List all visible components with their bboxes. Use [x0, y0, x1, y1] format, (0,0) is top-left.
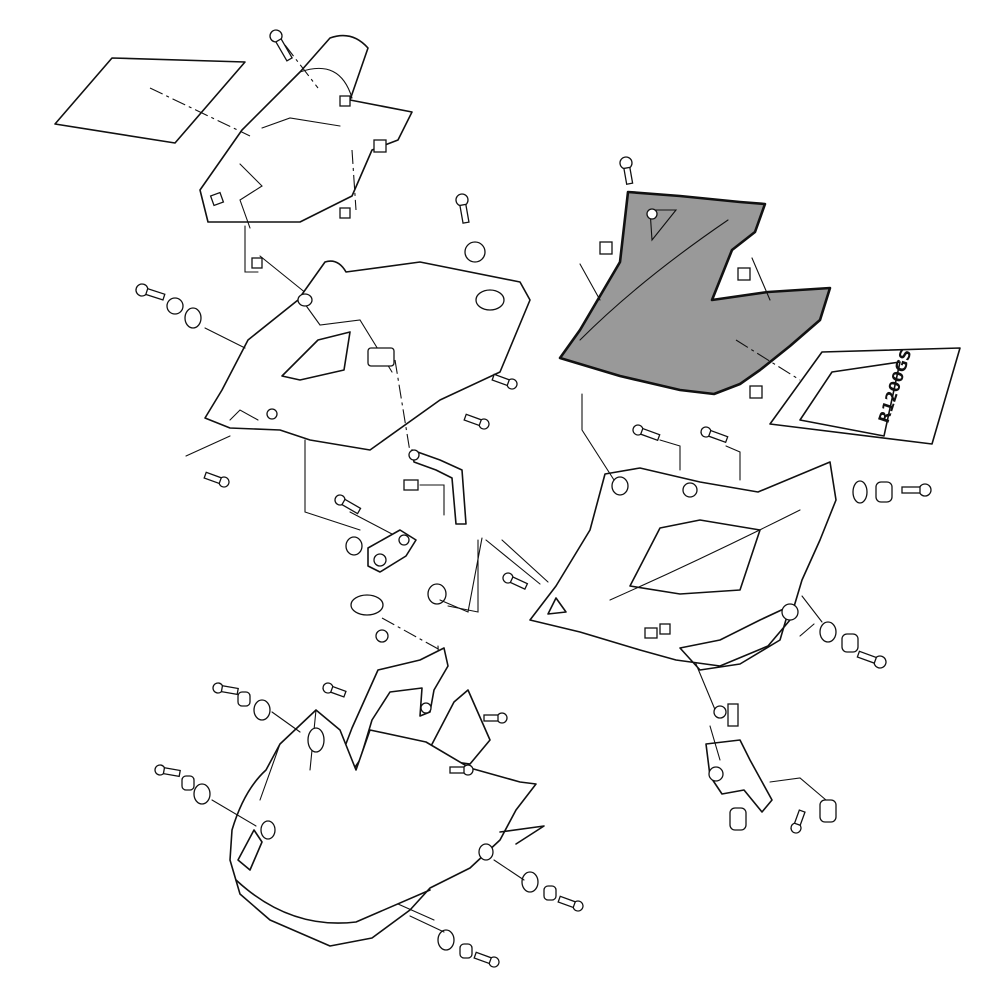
decal-sheet-right	[769, 347, 961, 445]
grommet-icon	[819, 621, 859, 653]
main-fairing	[529, 461, 837, 667]
support-bracket	[705, 739, 773, 813]
decal-sheet-left	[54, 57, 246, 144]
side-cover	[558, 190, 832, 396]
screw-icon	[502, 572, 529, 591]
screw-icon	[212, 682, 239, 696]
screw-icon	[455, 193, 470, 224]
screw-icon	[269, 29, 293, 62]
grommet-icon	[521, 871, 557, 901]
screw-icon	[700, 426, 729, 444]
grommet-icon	[166, 297, 202, 329]
upper-side-panel	[199, 34, 413, 223]
lower-bracket	[367, 529, 417, 573]
screw-icon	[619, 156, 634, 185]
screw-icon	[557, 895, 584, 912]
beak-assembly	[154, 645, 584, 968]
clamp-ring	[350, 594, 384, 616]
screw-icon	[334, 494, 362, 515]
side-cover-assembly: R1200GS	[558, 156, 961, 445]
screw-icon	[449, 764, 474, 776]
support-bracket-assembly	[695, 663, 837, 834]
screw-icon	[856, 650, 887, 669]
screw-icon	[322, 682, 347, 698]
screw-icon	[491, 373, 518, 390]
grommet-icon	[345, 536, 363, 556]
screw-icon	[463, 413, 490, 430]
grommet-icon	[437, 929, 473, 959]
screw-icon	[473, 951, 500, 968]
grommet-icon	[237, 691, 271, 721]
grommet-icon	[852, 480, 893, 504]
screw-icon	[203, 471, 230, 488]
mount-brackets	[334, 449, 541, 651]
screw-icon	[154, 764, 181, 778]
screw-icon	[632, 424, 661, 442]
screw-icon	[901, 483, 932, 497]
upper-side-panel-assembly	[54, 29, 413, 299]
main-fairing-assembly	[529, 393, 932, 671]
screw-icon	[790, 809, 806, 834]
inner-panel-assembly	[135, 193, 531, 531]
screw-icon	[483, 712, 508, 724]
grommet-icon	[181, 775, 211, 805]
upper-bracket	[411, 449, 467, 525]
screw-icon	[135, 283, 166, 301]
grommet-icon	[427, 583, 447, 605]
